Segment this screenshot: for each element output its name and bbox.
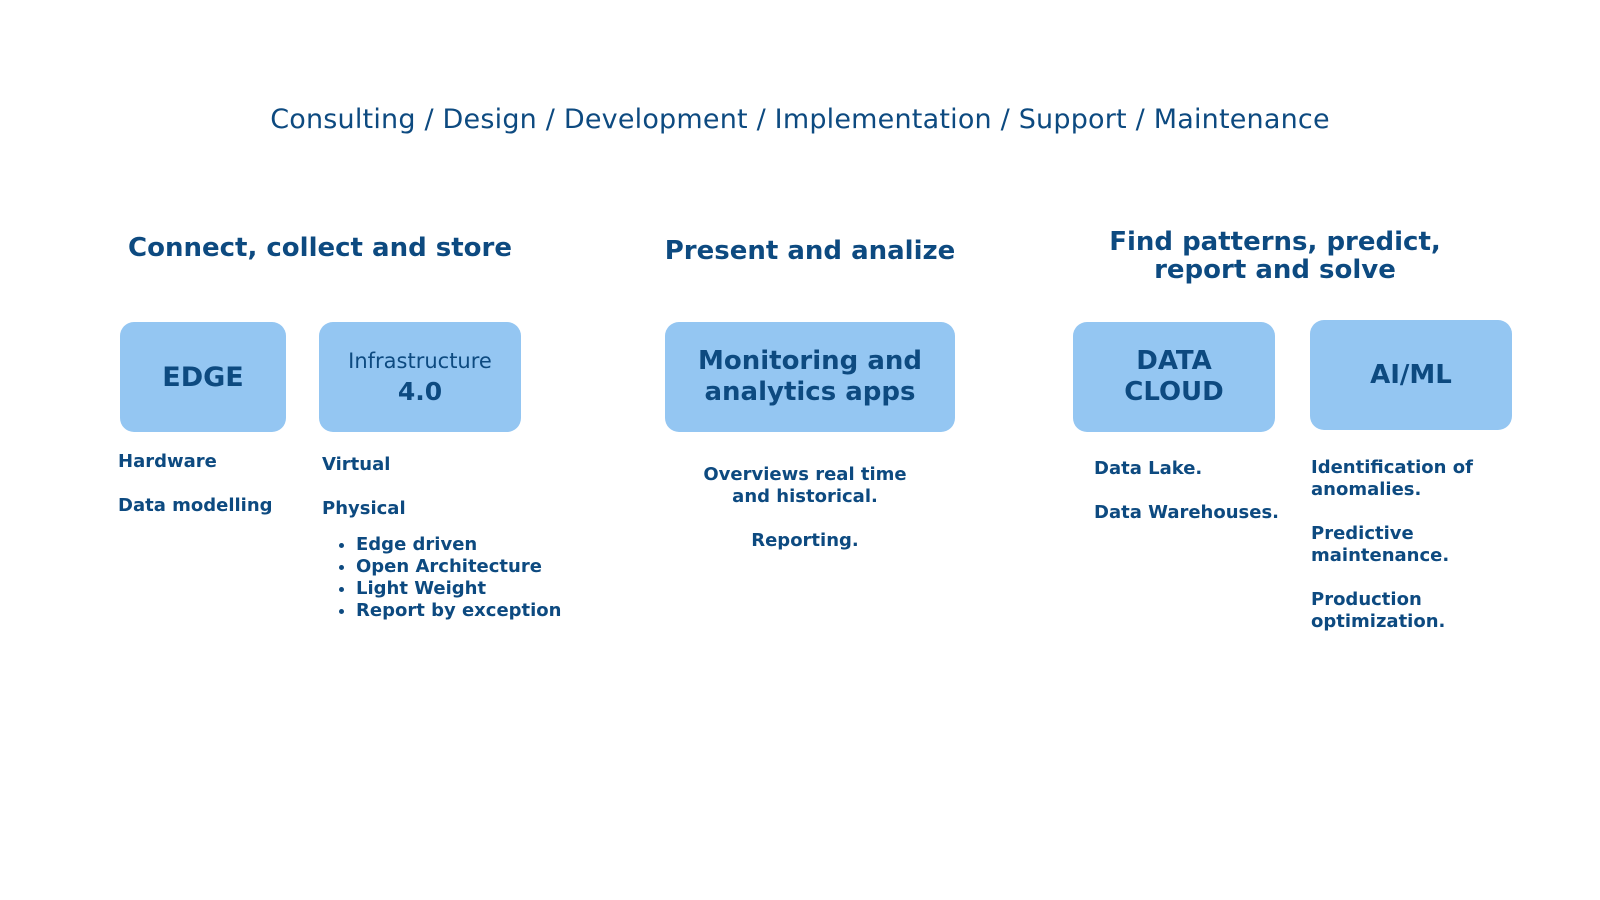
bullet-edge-driven: Edge driven bbox=[356, 534, 562, 556]
monitoring-desc-line1: Overviews real time bbox=[703, 464, 907, 485]
section-title-find: Find patterns, predict, report and solve bbox=[1075, 228, 1475, 284]
infrastructure-box-label-line2: 4.0 bbox=[397, 376, 443, 406]
monitoring-desc-line2: and historical. bbox=[732, 486, 878, 507]
section-title-connect: Connect, collect and store bbox=[128, 233, 512, 263]
data-cloud-description: Data Lake. Data Warehouses. bbox=[1094, 458, 1279, 524]
monitoring-box-label-line1: Monitoring and bbox=[697, 346, 923, 376]
ai-ml-item-1-line1: Identification of bbox=[1311, 457, 1473, 478]
ai-ml-item-1-line2: anomalies. bbox=[1311, 479, 1422, 500]
ai-ml-item-3-line2: optimization. bbox=[1311, 611, 1446, 632]
ai-ml-box: AI/ML bbox=[1310, 320, 1512, 430]
section-title-find-line2: report and solve bbox=[1154, 255, 1396, 285]
edge-description: Hardware Data modelling bbox=[118, 451, 273, 517]
data-cloud-box-label-line2: CLOUD bbox=[1124, 377, 1224, 407]
infrastructure-description: Virtual Physical Edge driven Open Archit… bbox=[322, 454, 562, 622]
infrastructure-item-physical: Physical bbox=[322, 498, 406, 519]
monitoring-box: Monitoring and analytics apps bbox=[665, 322, 955, 432]
bullet-light-weight: Light Weight bbox=[356, 578, 562, 600]
monitoring-desc-reporting: Reporting. bbox=[751, 530, 859, 551]
services-headline: Consulting / Design / Development / Impl… bbox=[270, 104, 1330, 135]
data-cloud-box: DATA CLOUD bbox=[1073, 322, 1275, 432]
data-cloud-item-data-warehouses: Data Warehouses. bbox=[1094, 502, 1280, 523]
monitoring-description: Overviews real time and historical. Repo… bbox=[655, 464, 955, 552]
infrastructure-item-virtual: Virtual bbox=[322, 454, 391, 475]
edge-item-data-modelling: Data modelling bbox=[118, 495, 273, 516]
bullet-report-by-exception: Report by exception bbox=[356, 600, 562, 622]
edge-box: EDGE bbox=[120, 322, 286, 432]
bullet-open-architecture: Open Architecture bbox=[356, 556, 562, 578]
section-title-present: Present and analize bbox=[664, 236, 956, 266]
edge-box-label: EDGE bbox=[162, 361, 244, 393]
edge-item-hardware: Hardware bbox=[118, 451, 217, 472]
monitoring-box-label-line2: analytics apps bbox=[704, 377, 916, 407]
section-title-find-line1: Find patterns, predict, bbox=[1109, 227, 1441, 257]
ai-ml-item-2-line2: maintenance. bbox=[1311, 545, 1450, 566]
infrastructure-box-label-line1: Infrastructure bbox=[348, 348, 492, 373]
ai-ml-description: Identification of anomalies. Predictive … bbox=[1311, 457, 1473, 633]
data-cloud-box-label-line1: DATA bbox=[1136, 346, 1212, 376]
ai-ml-item-2-line1: Predictive bbox=[1311, 523, 1414, 544]
infrastructure-bullet-list: Edge driven Open Architecture Light Weig… bbox=[322, 534, 562, 622]
ai-ml-box-label: AI/ML bbox=[1370, 360, 1452, 390]
ai-ml-item-3-line1: Production bbox=[1311, 589, 1422, 610]
data-cloud-item-data-lake: Data Lake. bbox=[1094, 458, 1203, 479]
infrastructure-box: Infrastructure 4.0 bbox=[319, 322, 521, 432]
